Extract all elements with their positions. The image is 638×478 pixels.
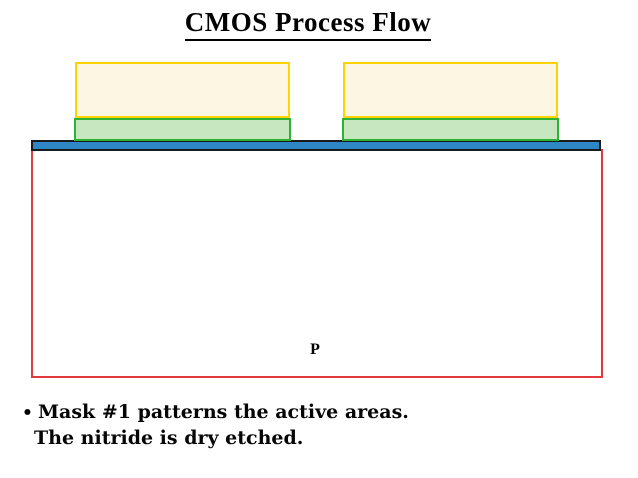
bullet-line-2-text: The nitride is dry etched. (34, 427, 304, 449)
nitride-layer-left (74, 118, 291, 141)
bullet-line-2: The nitride is dry etched. (34, 426, 303, 450)
bullet-line-1-text: Mask #1 patterns the active areas. (38, 401, 409, 423)
slide-title: CMOS Process Flow (184, 7, 432, 41)
oxide-layer (31, 140, 601, 151)
photoresist-layer-left (75, 62, 290, 118)
photoresist-layer-right (343, 62, 558, 118)
title-container: CMOS Process Flow (0, 7, 616, 41)
substrate-label: P (310, 341, 320, 358)
nitride-layer-right (342, 118, 559, 141)
bullet-marker-icon: • (22, 403, 33, 423)
substrate-region (31, 149, 603, 378)
bullet-line-1: •Mask #1 patterns the active areas. (22, 400, 409, 425)
